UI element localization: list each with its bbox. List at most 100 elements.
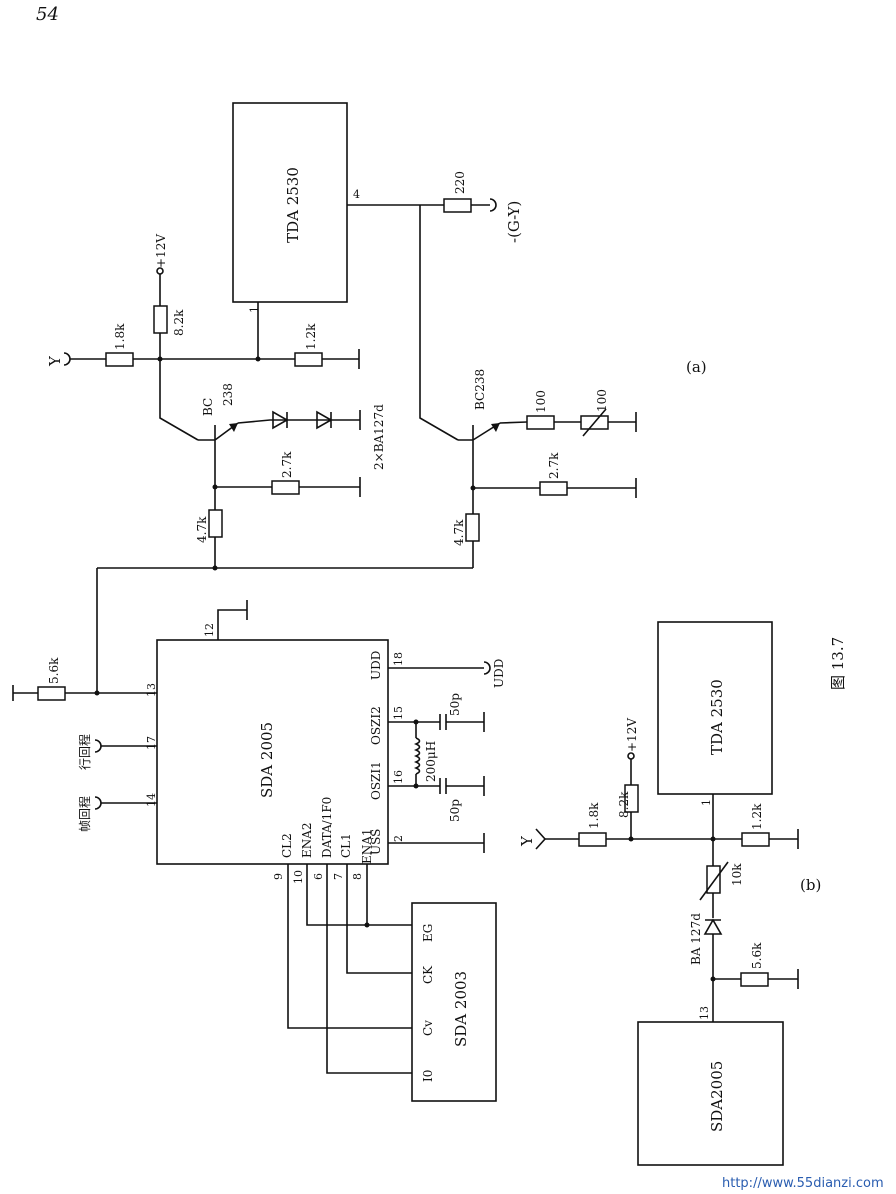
terminal-gy — [489, 198, 497, 212]
pin13-label-b: 13 — [698, 1006, 711, 1020]
resistor-1k2-b — [741, 832, 770, 847]
wire-cl2-cv — [287, 864, 412, 1029]
junction-l-top — [413, 719, 419, 725]
resistor-4k7-a — [208, 509, 223, 538]
pin12-label: 12 — [203, 623, 216, 637]
junction-5k6-b — [710, 976, 716, 982]
r100-label: 100 — [534, 390, 548, 413]
junction-tda-pin1 — [255, 356, 261, 362]
r1k2-label-a: 1.2k — [304, 323, 318, 350]
r220-label: 220 — [453, 171, 467, 194]
cl2-label: CL2 — [280, 833, 294, 858]
resistor-1k8-b — [578, 832, 607, 847]
junction-12v-b — [628, 836, 634, 842]
frame-flyback-label: 帧回程 — [77, 796, 92, 832]
diode-ba127d-b — [703, 918, 723, 935]
r4k7-label-a: 4.7k — [195, 516, 209, 543]
oszi1-label: OSZI1 — [369, 761, 383, 800]
r4k7-label-b: 4.7k — [452, 519, 466, 546]
uss-label: USS — [369, 829, 383, 855]
pot100-label: 100 — [595, 389, 609, 412]
cl1-label: CL1 — [339, 833, 353, 858]
ground-5k6-b — [768, 969, 799, 989]
page-number: 54 — [36, 4, 59, 25]
eg-label: EG — [421, 924, 435, 942]
sda2003-ic — [411, 902, 497, 1102]
tda-pin1-label: 1 — [248, 306, 261, 313]
terminal-y-a — [63, 352, 71, 366]
wire-data-i0 — [326, 864, 412, 1074]
line-flyback-label: 行回程 — [77, 734, 92, 770]
supply-12v-label-b: +12V — [625, 718, 639, 752]
pot10k-label: 10k — [730, 863, 744, 886]
oszi2-label: OSZI2 — [369, 706, 383, 745]
junction-q2-base — [470, 485, 476, 491]
sda2005-ic-a — [156, 639, 389, 865]
resistor-4k7-b — [465, 513, 480, 542]
r1k2-label-b: 1.2k — [750, 803, 764, 830]
wire-tda-to-q2 — [419, 205, 459, 441]
circuit-b-label: (b) — [800, 876, 821, 894]
junction-bus — [212, 565, 218, 571]
junction-eg — [364, 922, 370, 928]
q1-name-label: BC — [201, 398, 215, 416]
pot-100-arrow — [582, 408, 607, 437]
wire-cl1-ck — [346, 864, 412, 974]
pot-10k-arrow — [699, 861, 729, 901]
terminal-y-b — [535, 828, 547, 850]
resistor-1k2-a — [294, 352, 323, 367]
q2-emitter-arrow — [491, 423, 500, 432]
tda-b-pin1-label: 1 — [700, 799, 713, 806]
inductor-200uh — [413, 737, 421, 775]
q1-num-label: 238 — [221, 383, 235, 406]
resistor-2k7-b — [539, 481, 568, 496]
junction-pin13 — [94, 690, 100, 696]
tda2530-label-b: TDA 2530 — [708, 679, 726, 755]
ground-1k2-a — [322, 349, 360, 369]
resistor-8k2-a — [153, 305, 168, 334]
ground-2k7-b — [567, 478, 637, 498]
resistor-1k8-a — [105, 352, 134, 367]
diode-label-b: BA 127d — [689, 913, 703, 965]
r2k7-label-a: 2.7k — [280, 451, 294, 478]
ground-1k2-b — [769, 829, 799, 849]
wire-q1-emitter — [237, 410, 361, 430]
r2k7-label-b: 2.7k — [547, 452, 561, 479]
pin-uss-label: 2 — [392, 835, 405, 842]
ground-cap-b — [446, 776, 485, 796]
cap-50p-label-b: 50p — [448, 799, 462, 822]
junction-y — [157, 356, 163, 362]
capacitor-50p-a — [439, 714, 447, 730]
wire-8k2-to-q1 — [159, 333, 199, 441]
r5k6-label-a: 5.6k — [47, 657, 61, 684]
sda2005-label-b: SDA2005 — [708, 1061, 726, 1132]
i0-label: I0 — [421, 1070, 435, 1082]
ground-2k7-a — [299, 477, 361, 497]
pin7-label: 7 — [332, 873, 345, 880]
ground-cap-a — [446, 712, 485, 732]
diode-ba127d-2 — [316, 410, 333, 430]
r1k8-label-b: 1.8k — [587, 802, 601, 829]
supply-12v-terminal-b — [627, 752, 635, 760]
junction-tda-b — [710, 836, 716, 842]
ck-label: CK — [421, 965, 435, 984]
figure-caption: 图 13.7 — [829, 637, 847, 690]
wire-q2-emitter — [499, 421, 528, 424]
sda2003-label: SDA 2003 — [452, 971, 470, 1047]
ground-uss — [388, 833, 485, 853]
cap-50p-label-a: 50p — [448, 693, 462, 716]
pin15-label: 15 — [392, 706, 405, 720]
supply-12v-label-a: +12V — [154, 234, 168, 268]
pin18-label: 18 — [392, 652, 405, 666]
ground-5k6-a — [12, 685, 38, 701]
tda2530-ic-a — [232, 102, 348, 303]
pin10-label: 10 — [292, 870, 305, 884]
resistor-220 — [443, 198, 472, 213]
diode-ba127d-1 — [272, 410, 289, 430]
junction-q1-base — [212, 484, 218, 490]
diodes-label: 2×BA127d — [372, 404, 386, 470]
pin9-label: 9 — [272, 873, 285, 880]
capacitor-50p-b — [439, 778, 447, 794]
terminal-frame-flyback — [94, 796, 102, 810]
ground-pot-100 — [608, 412, 637, 432]
